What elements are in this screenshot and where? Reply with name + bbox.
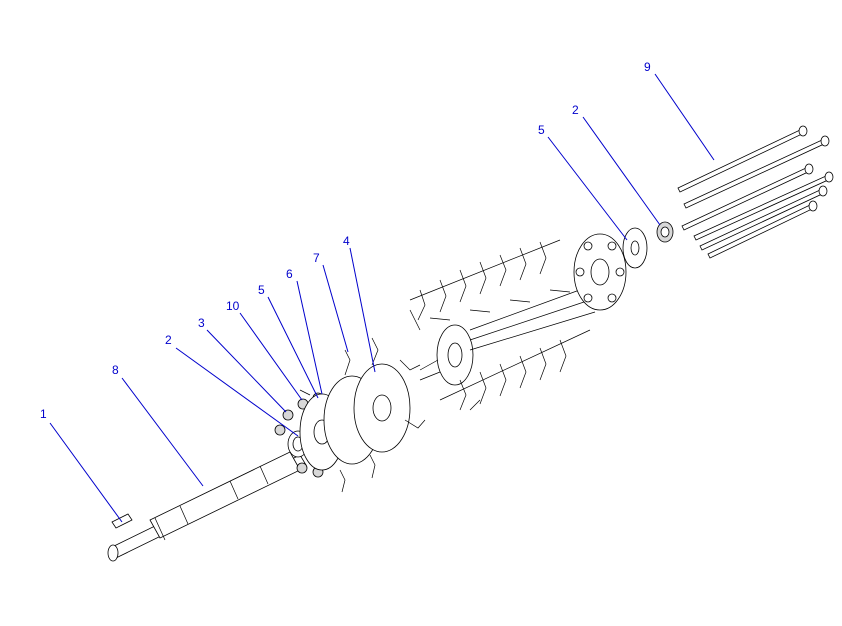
callout-4: 4	[343, 234, 350, 248]
leader-lines	[49, 73, 715, 523]
callouts: 1 8 2 3 10 5 6 7 4 5 2 9	[40, 60, 651, 421]
right-nut	[656, 221, 674, 243]
leader-3	[206, 329, 287, 413]
callout-5b: 5	[538, 123, 545, 137]
leader-2b	[582, 116, 661, 226]
leader-1	[49, 422, 123, 523]
leader-2a	[175, 347, 299, 437]
key	[111, 513, 133, 529]
leader-10	[239, 312, 303, 401]
callout-6: 6	[286, 267, 293, 281]
leader-5b	[547, 136, 628, 241]
leader-6	[296, 280, 323, 395]
right-flange	[573, 233, 627, 311]
leader-4	[349, 247, 376, 373]
bolt-set	[677, 125, 834, 259]
leader-8	[121, 377, 204, 487]
callout-10: 10	[226, 299, 240, 313]
tine-rotor	[409, 239, 596, 411]
callout-2b: 2	[572, 103, 579, 117]
callout-1: 1	[40, 407, 47, 421]
callout-3: 3	[198, 316, 205, 330]
leader-9	[654, 73, 715, 161]
callout-9: 9	[644, 60, 651, 74]
callout-8: 8	[112, 363, 119, 377]
callout-2a: 2	[165, 333, 172, 347]
callout-5a: 5	[258, 283, 265, 297]
right-washer	[622, 227, 648, 269]
left-hub-assembly	[274, 337, 426, 493]
shaft	[107, 451, 307, 562]
leader-5a	[267, 296, 319, 399]
leader-7	[322, 264, 349, 353]
callout-7: 7	[313, 251, 320, 265]
